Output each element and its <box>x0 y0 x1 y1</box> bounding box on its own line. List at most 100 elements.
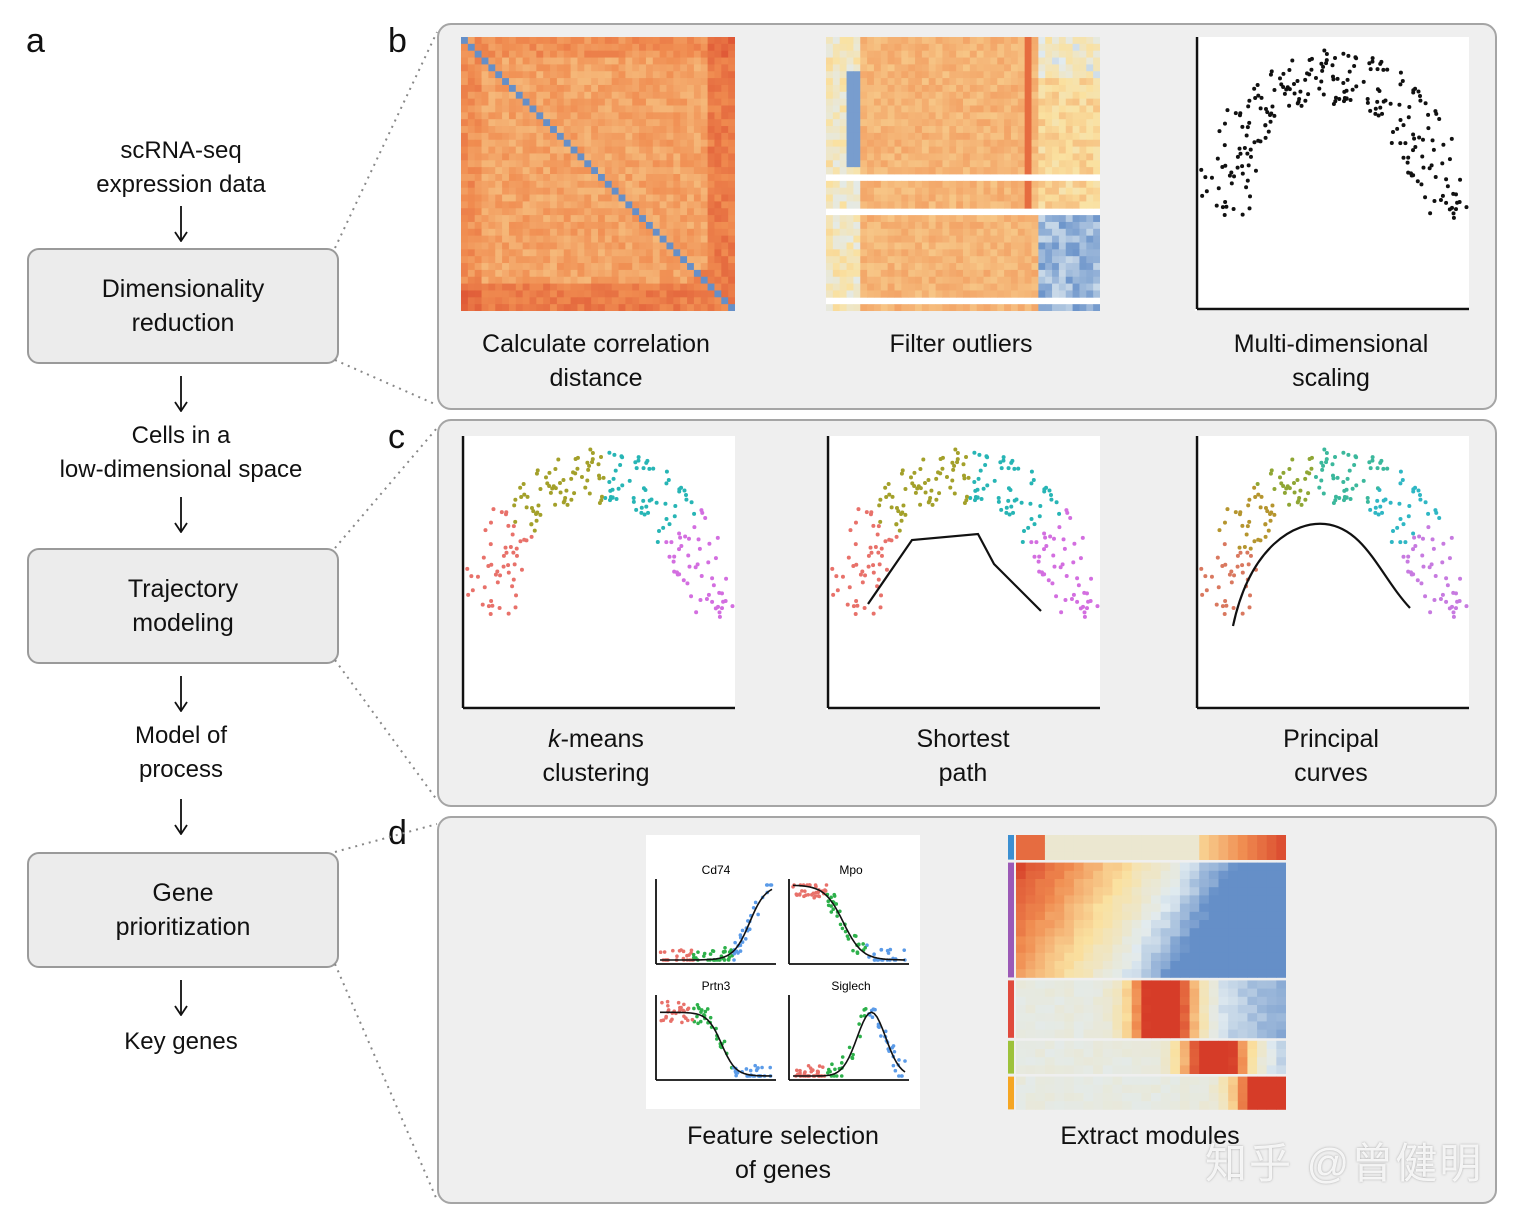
scatter-point <box>734 1070 738 1075</box>
scatter-point <box>1385 466 1390 471</box>
heatmap-cell <box>1052 37 1060 45</box>
scatter-point <box>695 1002 700 1007</box>
heatmap-cell <box>707 98 715 106</box>
heatmap-cell <box>997 91 1005 100</box>
heatmap-cell <box>997 215 1005 223</box>
heatmap-cell <box>873 91 882 100</box>
heatmap-cell <box>536 112 544 120</box>
heatmap-cell <box>915 304 923 311</box>
heatmap-cell <box>611 256 620 264</box>
heatmap-cell <box>618 146 626 154</box>
heatmap-cell <box>1038 269 1046 278</box>
scatter-point <box>922 481 927 486</box>
heatmap-cell <box>956 249 964 257</box>
heatmap-cell <box>942 84 950 93</box>
heatmap-cell <box>921 167 930 175</box>
heatmap-cell <box>673 50 681 59</box>
scatter-point <box>697 546 702 551</box>
heatmap-cell <box>969 228 978 237</box>
heatmap-cell <box>700 84 709 93</box>
heatmap-cell <box>949 269 957 278</box>
heatmap-cell <box>1038 187 1046 195</box>
heatmap-cell <box>1024 98 1032 106</box>
heatmap-cell <box>570 215 578 223</box>
heatmap-cell <box>997 228 1005 237</box>
heatmap-cell <box>1010 228 1019 237</box>
heatmap-cell <box>543 187 551 196</box>
heatmap-cell <box>543 201 551 209</box>
scatter-point <box>561 500 566 505</box>
heatmap-cell <box>598 256 606 264</box>
heatmap-cell <box>666 180 674 189</box>
scatter-point <box>1012 466 1017 471</box>
scatter-point <box>871 563 876 568</box>
heatmap-cell <box>687 57 695 65</box>
heatmap-cell <box>687 50 695 59</box>
heatmap-cell <box>956 50 964 58</box>
heatmap-cell <box>1102 911 1113 921</box>
heatmap-cell <box>529 167 537 175</box>
heatmap-cell <box>1035 895 1046 904</box>
scatter-point <box>1345 476 1350 481</box>
scatter-point <box>676 1000 681 1005</box>
heatmap-cell <box>693 139 702 148</box>
scatter-point <box>486 604 491 609</box>
heatmap-cell <box>921 57 930 65</box>
heatmap-cell <box>673 228 681 237</box>
heatmap-cell <box>550 146 558 154</box>
heatmap-cell <box>1038 276 1046 284</box>
heatmap-cell <box>556 215 565 223</box>
heatmap-cell <box>1199 911 1210 921</box>
heatmap-cell <box>618 112 626 120</box>
scatter-point <box>845 934 850 938</box>
heatmap-cell <box>1004 201 1012 209</box>
scatter-point <box>953 447 958 452</box>
scatter-point <box>1022 529 1027 534</box>
heatmap-cell <box>1024 228 1032 237</box>
scatter-point <box>1370 455 1375 460</box>
heatmap-cell <box>687 269 695 278</box>
heatmap-cell <box>687 139 695 148</box>
heatmap-cell <box>1266 851 1277 860</box>
heatmap-cell <box>598 105 606 113</box>
heatmap-cell <box>577 208 585 216</box>
heatmap-cell <box>1199 903 1210 913</box>
heatmap-cell <box>983 64 991 72</box>
heatmap-cell <box>728 297 735 305</box>
heatmap-cell <box>976 242 984 250</box>
heatmap-cell <box>1079 98 1087 106</box>
heatmap-cell <box>846 283 854 291</box>
heatmap-cell <box>1141 980 1152 989</box>
heatmap-cell <box>598 242 606 250</box>
heatmap-cell <box>1072 276 1080 284</box>
scatter-point <box>869 550 874 555</box>
heatmap-cell <box>584 119 592 127</box>
heatmap-cell <box>921 78 930 86</box>
heatmap-cell <box>645 139 654 148</box>
heatmap-cell <box>495 180 503 189</box>
heatmap-cell <box>935 290 943 298</box>
scatter-point <box>887 492 892 497</box>
heatmap-cell <box>1276 870 1286 880</box>
heatmap-cell <box>728 64 735 72</box>
scatter-point <box>664 469 669 474</box>
heatmap-cell <box>700 215 709 223</box>
heatmap-cell <box>474 297 483 305</box>
scatter-point <box>1203 175 1208 180</box>
heatmap-cell <box>707 146 715 154</box>
heatmap-cell <box>611 235 620 243</box>
scatter-point <box>1365 96 1370 101</box>
scatter-point <box>1298 89 1303 94</box>
heatmap-cell <box>529 263 537 271</box>
heatmap-cell <box>976 187 984 195</box>
heatmap-cell <box>1122 944 1133 954</box>
heatmap-cell <box>1017 112 1026 120</box>
scatter-point <box>1333 99 1338 104</box>
heatmap-cell <box>639 221 647 230</box>
heatmap-cell <box>1052 139 1060 147</box>
heatmap-cell <box>584 304 592 311</box>
scatter-point <box>1344 495 1349 500</box>
heatmap-cell <box>880 221 889 230</box>
heatmap-cell <box>659 228 667 237</box>
heatmap-cell <box>488 105 496 113</box>
